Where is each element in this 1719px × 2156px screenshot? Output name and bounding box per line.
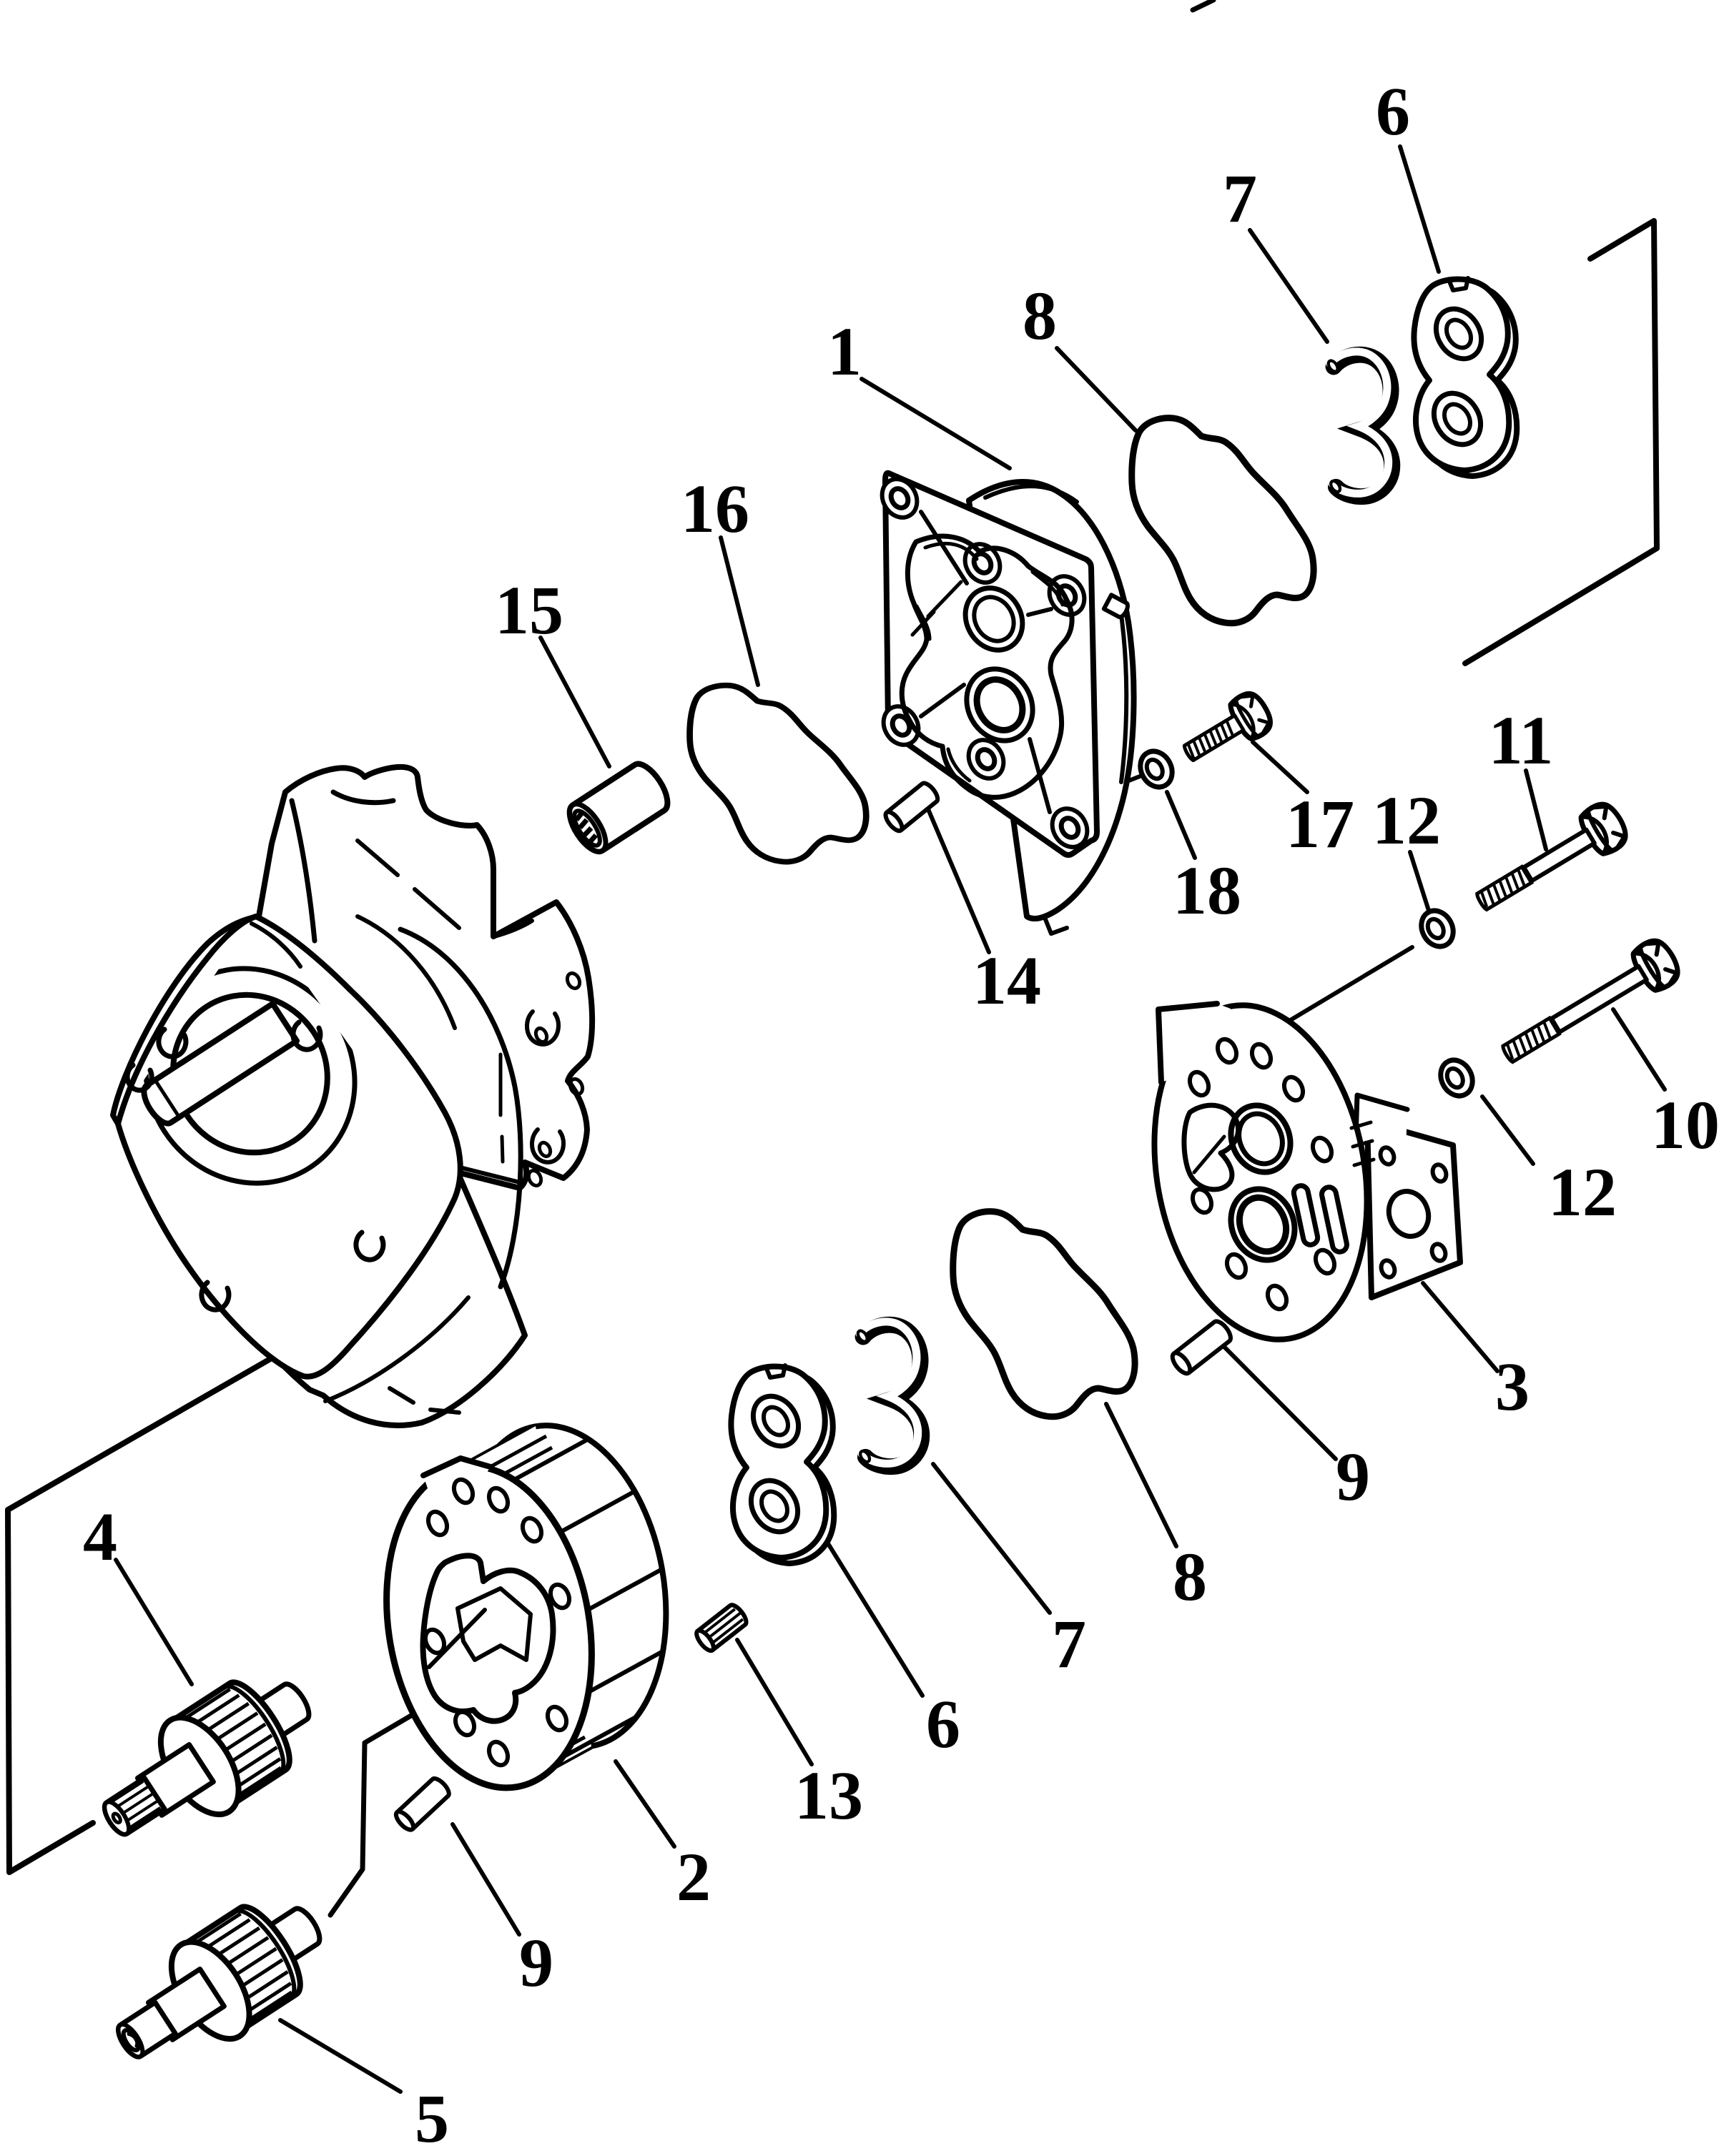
svg-text:14: 14 <box>972 942 1041 1019</box>
svg-text:7: 7 <box>1052 1606 1086 1682</box>
svg-text:5: 5 <box>415 2080 449 2156</box>
svg-text:15: 15 <box>495 572 563 648</box>
svg-text:6: 6 <box>926 1686 960 1762</box>
svg-text:9: 9 <box>519 1924 553 2001</box>
svg-text:12: 12 <box>1372 782 1441 859</box>
svg-text:16: 16 <box>681 470 749 547</box>
svg-text:9: 9 <box>1336 1438 1370 1515</box>
svg-text:8: 8 <box>1023 277 1057 354</box>
svg-text:12: 12 <box>1548 1154 1617 1230</box>
svg-text:8: 8 <box>1173 1538 1207 1615</box>
svg-text:1: 1 <box>827 313 862 390</box>
svg-text:17: 17 <box>1286 786 1354 862</box>
svg-text:3: 3 <box>1495 1348 1530 1425</box>
svg-text:7: 7 <box>1223 160 1257 237</box>
svg-text:11: 11 <box>1489 702 1554 778</box>
svg-text:10: 10 <box>1651 1087 1719 1163</box>
svg-text:13: 13 <box>794 1757 863 1834</box>
svg-text:4: 4 <box>83 1498 117 1575</box>
svg-text:2: 2 <box>676 1839 711 1915</box>
svg-text:18: 18 <box>1173 852 1241 929</box>
svg-text:6: 6 <box>1376 73 1410 149</box>
